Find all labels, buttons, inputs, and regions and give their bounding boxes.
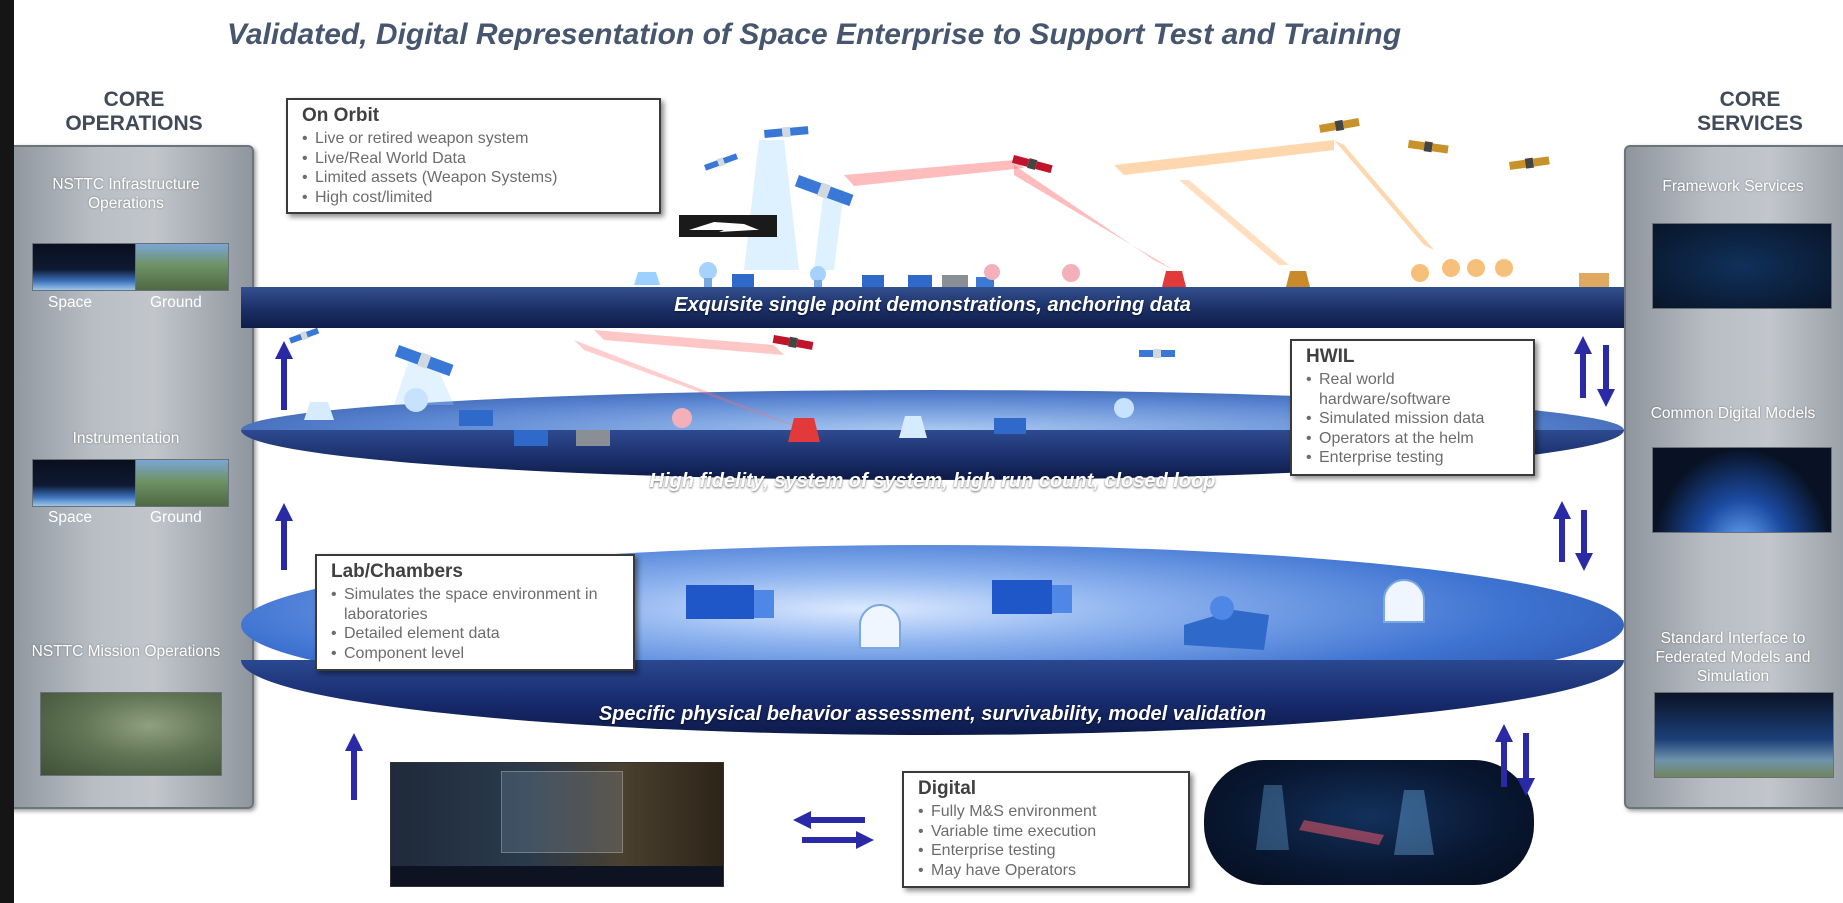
ground-thumbnail — [135, 459, 229, 507]
standard-interface-label: Standard Interface to Federated Models a… — [1655, 630, 1811, 685]
red-laser-beam — [1299, 820, 1384, 845]
core-operations-heading: CORE OPERATIONS — [64, 88, 204, 136]
flow-arrows — [275, 336, 1615, 849]
list-item: Enterprise testing — [918, 841, 1178, 861]
framework-services-label: Framework Services — [1662, 178, 1804, 195]
lab-chambers-buildings — [686, 579, 1425, 650]
hwil-list: Real world hardware/software Simulated m… — [1306, 370, 1523, 468]
mission-display-toolbar — [391, 866, 723, 886]
list-item: Real world hardware/software — [1306, 370, 1523, 409]
orange-laser-beam — [1179, 180, 1289, 265]
core-services-heading-line2: SERVICES — [1697, 112, 1803, 135]
space-thumbnail — [32, 243, 136, 291]
list-item: Live/Real World Data — [302, 149, 649, 169]
blue-beam — [1394, 790, 1434, 855]
list-item: Variable time execution — [918, 822, 1178, 842]
list-item: Operators at the helm — [1306, 429, 1523, 449]
satellite-icon — [704, 153, 739, 171]
digital-box: Digital Fully M&S environment Variable t… — [902, 771, 1190, 888]
hwil-box: HWIL Real world hardware/software Simula… — [1290, 339, 1535, 476]
list-item: Component level — [331, 644, 623, 664]
satellite-icon — [1407, 140, 1449, 154]
top-tier-disk — [241, 287, 1624, 328]
orange-laser-beam — [1114, 140, 1334, 175]
infrastructure-operations-label: NSTTC Infrastructure Operations — [52, 176, 200, 212]
core-operations-heading-line2: OPERATIONS — [65, 112, 203, 135]
satellite-icon — [394, 345, 454, 377]
standard-interface-image — [1654, 692, 1834, 778]
on-orbit-list: Live or retired weapon system Live/Real … — [302, 129, 649, 207]
on-orbit-title: On Orbit — [302, 105, 380, 126]
digital-title: Digital — [918, 778, 977, 799]
satellite-icon — [1319, 118, 1360, 133]
digital-simulation-beams — [1256, 785, 1434, 855]
lab-chambers-list: Simulates the space environment in labor… — [331, 585, 623, 663]
list-item: Live or retired weapon system — [302, 129, 649, 149]
ground-assets-top — [634, 259, 1609, 287]
mission-operations-map-image — [40, 692, 222, 776]
mission-display-window — [501, 771, 623, 853]
orange-laser-beam — [1334, 140, 1434, 250]
satellite-icon — [764, 126, 809, 138]
list-item: Simulated mission data — [1306, 409, 1523, 429]
bottom-tier-caption: Specific physical behavior assessment, s… — [598, 703, 1267, 725]
ground-thumbnail — [135, 243, 229, 291]
page-title: Validated, Digital Representation of Spa… — [226, 18, 1402, 51]
framework-services-image — [1652, 223, 1832, 309]
list-item: High cost/limited — [302, 188, 649, 208]
satellite-icon — [1139, 349, 1175, 358]
lab-chambers-title: Lab/Chambers — [331, 561, 463, 582]
blue-beam — [1256, 785, 1289, 850]
list-item: Fully M&S environment — [918, 802, 1178, 822]
top-tier-caption: Exquisite single point demonstrations, a… — [674, 294, 1191, 316]
core-operations-heading-line1: CORE — [103, 88, 165, 111]
list-item: Detailed element data — [331, 624, 623, 644]
space-thumbnail — [32, 459, 136, 507]
mission-display-screenshot — [390, 762, 724, 887]
list-item: Simulates the space environment in labor… — [331, 585, 623, 624]
diagram-canvas: Validated, Digital Representation of Spa… — [14, 0, 1843, 903]
blue-beam — [814, 190, 844, 270]
ground-caption: Ground — [150, 509, 202, 526]
instrumentation-label: Instrumentation — [72, 430, 180, 447]
space-caption: Space — [48, 509, 92, 526]
aircraft-image — [679, 215, 777, 237]
core-services-heading: CORE SERVICES — [1680, 88, 1820, 136]
common-digital-models-label: Common Digital Models — [1650, 405, 1816, 422]
common-digital-models-image — [1652, 447, 1832, 533]
red-laser-beam — [574, 340, 804, 430]
orbital-beams — [394, 140, 1434, 430]
list-item: Enterprise testing — [1306, 448, 1523, 468]
digital-simulation-cloud — [1204, 760, 1534, 885]
satellite-icon — [1509, 156, 1550, 170]
list-item: May have Operators — [918, 861, 1178, 881]
satellite-icon — [772, 335, 814, 350]
digital-list: Fully M&S environment Variable time exec… — [918, 802, 1178, 880]
space-caption: Space — [48, 294, 92, 311]
ground-caption: Ground — [150, 294, 202, 311]
hwil-title: HWIL — [1306, 346, 1355, 367]
lab-chambers-box: Lab/Chambers Simulates the space environ… — [315, 554, 635, 671]
on-orbit-box: On Orbit Live or retired weapon system L… — [286, 98, 661, 214]
satellite-icon — [794, 175, 854, 207]
core-services-panel: Framework Services Common Digital Models… — [1624, 145, 1843, 809]
middle-tier-caption: High fidelity, system of system, high ru… — [649, 470, 1216, 492]
ground-assets-middle — [304, 388, 1134, 446]
core-operations-panel: NSTTC Infrastructure Operations Space Gr… — [14, 145, 254, 809]
mission-operations-label: NSTTC Mission Operations — [31, 643, 221, 660]
list-item: Limited assets (Weapon Systems) — [302, 168, 649, 188]
satellite-icon — [1011, 155, 1053, 174]
red-laser-beam — [844, 160, 1024, 186]
blue-beam — [744, 140, 799, 270]
core-services-heading-line1: CORE — [1719, 88, 1781, 111]
red-laser-beam — [594, 330, 784, 355]
